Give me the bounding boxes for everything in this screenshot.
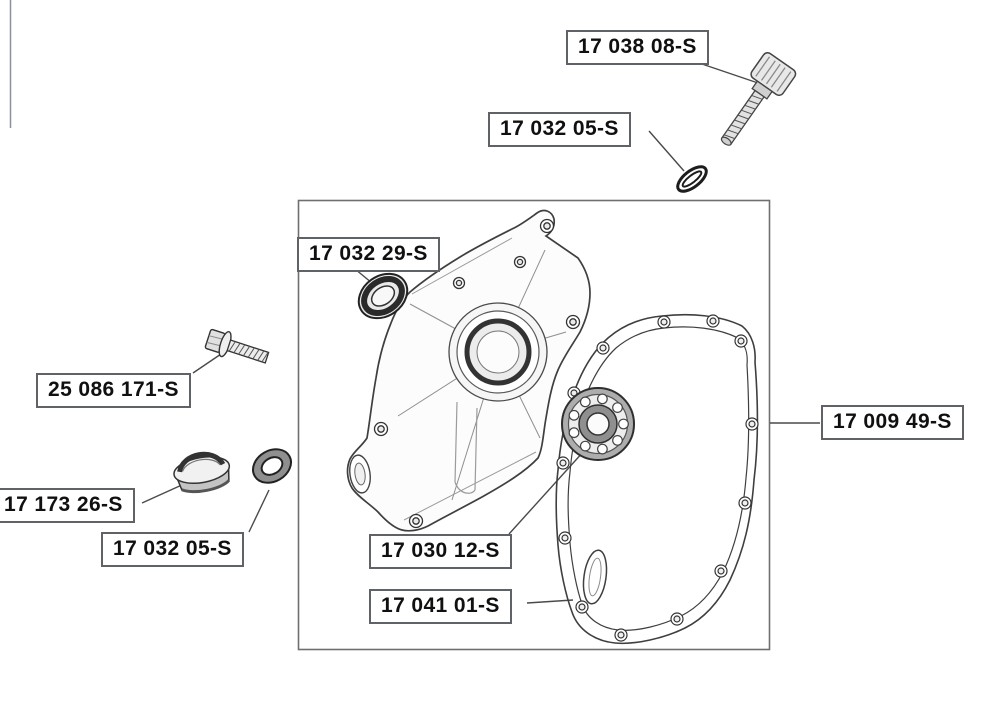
part-label-17-041-01: 17 041 01-S (369, 589, 512, 625)
part-label-17-032-05-top: 17 032 05-S (488, 112, 631, 148)
gasket-part (555, 313, 759, 645)
dipstick-part (720, 52, 797, 146)
crankcase-cover-part (346, 209, 591, 532)
leader-bolt (192, 351, 225, 374)
part-label-17-009-49: 17 009 49-S (821, 405, 964, 441)
leader-bearing (508, 450, 585, 535)
fill-cap-part (173, 451, 231, 494)
leader-dipstick (698, 62, 759, 84)
part-label-17-030-12: 17 030 12-S (369, 534, 512, 570)
leader-seal-bottom (248, 489, 270, 533)
leader-gasket (526, 599, 574, 604)
part-label-17-032-05-bottom: 17 032 05-S (101, 532, 244, 568)
o-ring-top-part (676, 165, 708, 193)
part-label-17-032-29: 17 032 29-S (297, 237, 440, 273)
assembly-box (297, 199, 771, 651)
seal-ring-bottom-part (252, 448, 292, 484)
cover-bolt-holes (373, 218, 581, 529)
part-label-17-173-26: 17 173 26-S (0, 488, 135, 524)
part-label-17-038-08: 17 038 08-S (566, 30, 709, 66)
gasket-bolt-holes (556, 314, 759, 642)
part-label-25-086-171: 25 086 171-S (36, 373, 191, 409)
oil-seal-part (357, 272, 409, 320)
bearing-part (561, 387, 635, 461)
leader-oring-top (648, 130, 685, 172)
leader-fill-cap (141, 483, 185, 504)
bolt-part (204, 328, 270, 364)
